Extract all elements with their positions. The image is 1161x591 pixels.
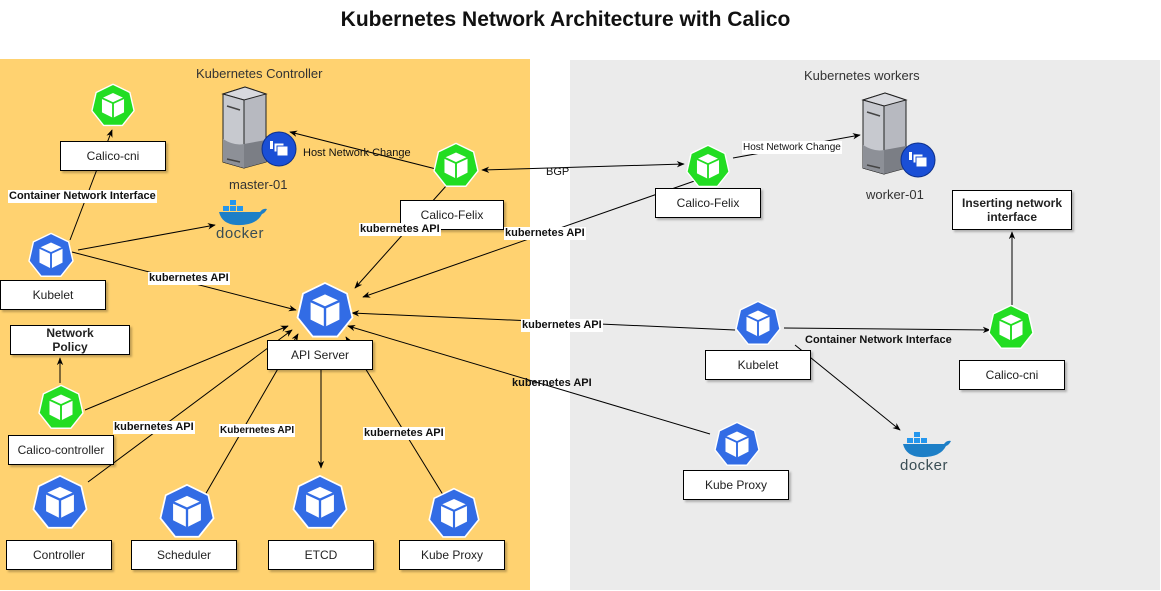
edge-label-host-change-worker: Host Network Change	[742, 141, 842, 154]
edge-label-cni-ctrl: Container Network Interface	[8, 190, 157, 203]
docker-label: docker	[216, 225, 265, 242]
api-server-box[interactable]: API Server	[267, 340, 373, 370]
edge-label-kapi-controller: kubernetes API	[113, 421, 195, 434]
controller-icon	[32, 474, 88, 529]
server-icon	[861, 92, 908, 175]
controller-kubelet-box[interactable]: Kubelet	[0, 280, 106, 310]
edge-label-kapi-felix-ctrl: kubernetes API	[359, 223, 441, 236]
edge-kubelet-worker-to-docker	[794, 344, 901, 431]
edge-label-kapi-kubelet-worker: kubernetes API	[521, 319, 603, 332]
edge-label-cni-worker: Container Network Interface	[805, 334, 952, 346]
worker-host-name: worker-01	[866, 187, 924, 202]
scheduler-box[interactable]: Scheduler	[131, 540, 237, 570]
edge-label-kapi-felix-worker: kubernetes API	[504, 227, 586, 240]
calico-felix-icon	[686, 144, 730, 188]
worker-kube-proxy-box[interactable]: Kube Proxy	[683, 470, 789, 500]
server-icon	[221, 86, 268, 169]
kube-proxy-icon	[428, 487, 480, 538]
controller-host-name: master-01	[229, 177, 288, 192]
edge-calico-controller-to-api	[84, 325, 289, 411]
edge-label-bgp: BGP	[546, 166, 570, 178]
edge-kubelet-to-docker	[77, 223, 216, 251]
edge-label-host-change-ctrl: Host Network Change	[303, 147, 411, 159]
calico-cni-icon	[91, 83, 135, 127]
calico-felix-icon	[433, 142, 479, 187]
controller-kube-proxy-box[interactable]: Kube Proxy	[399, 540, 505, 570]
worker-calico-felix-box[interactable]: Calico-Felix	[655, 188, 761, 218]
kubelet-icon	[735, 300, 781, 345]
network-policy-box[interactable]: Network Policy	[10, 325, 130, 355]
edge-kube-proxy-worker-to-api	[347, 324, 711, 435]
api-server-icon	[296, 282, 354, 338]
edge-kubelet-worker-to-cni	[783, 326, 991, 334]
calico-cni-icon	[988, 304, 1034, 349]
worker-calico-cni-box[interactable]: Calico-cni	[959, 360, 1065, 390]
controller-box[interactable]: Controller	[6, 540, 112, 570]
kubelet-icon	[28, 232, 74, 277]
edge-label-kapi-kubelet-ctrl: kubernetes API	[148, 272, 230, 285]
etcd-icon	[292, 474, 348, 529]
edge-label-kapi-proxy-ctrl: kubernetes API	[363, 427, 445, 440]
calico-controller-icon	[38, 384, 84, 429]
container-badge-icon	[261, 131, 297, 167]
controller-panel-label: Kubernetes Controller	[196, 66, 323, 81]
controller-calico-cni-box[interactable]: Calico-cni	[60, 141, 166, 171]
kube-proxy-icon	[714, 421, 760, 466]
container-badge-icon	[900, 142, 936, 178]
edge-label-kapi-proxy-worker: kubernetes API	[512, 377, 592, 389]
edge-label-kapi-scheduler: Kubernetes API	[219, 424, 296, 437]
edge-controller-to-api	[87, 329, 293, 483]
calico-controller-box[interactable]: Calico-controller	[8, 435, 114, 465]
edge-felix-to-host	[289, 130, 441, 171]
diagram-title: Kubernetes Network Architecture with Cal…	[340, 8, 791, 31]
edge-bgp	[481, 161, 685, 173]
docker-label: docker	[900, 457, 949, 474]
etcd-box[interactable]: ETCD	[268, 540, 374, 570]
workers-panel-label: Kubernetes workers	[804, 68, 920, 83]
scheduler-icon	[159, 483, 215, 538]
docker-icon: docker	[216, 198, 270, 242]
inserting-nic-box[interactable]: Inserting network interface	[952, 190, 1072, 230]
worker-kubelet-box[interactable]: Kubelet	[705, 350, 811, 380]
docker-icon: docker	[900, 430, 954, 474]
